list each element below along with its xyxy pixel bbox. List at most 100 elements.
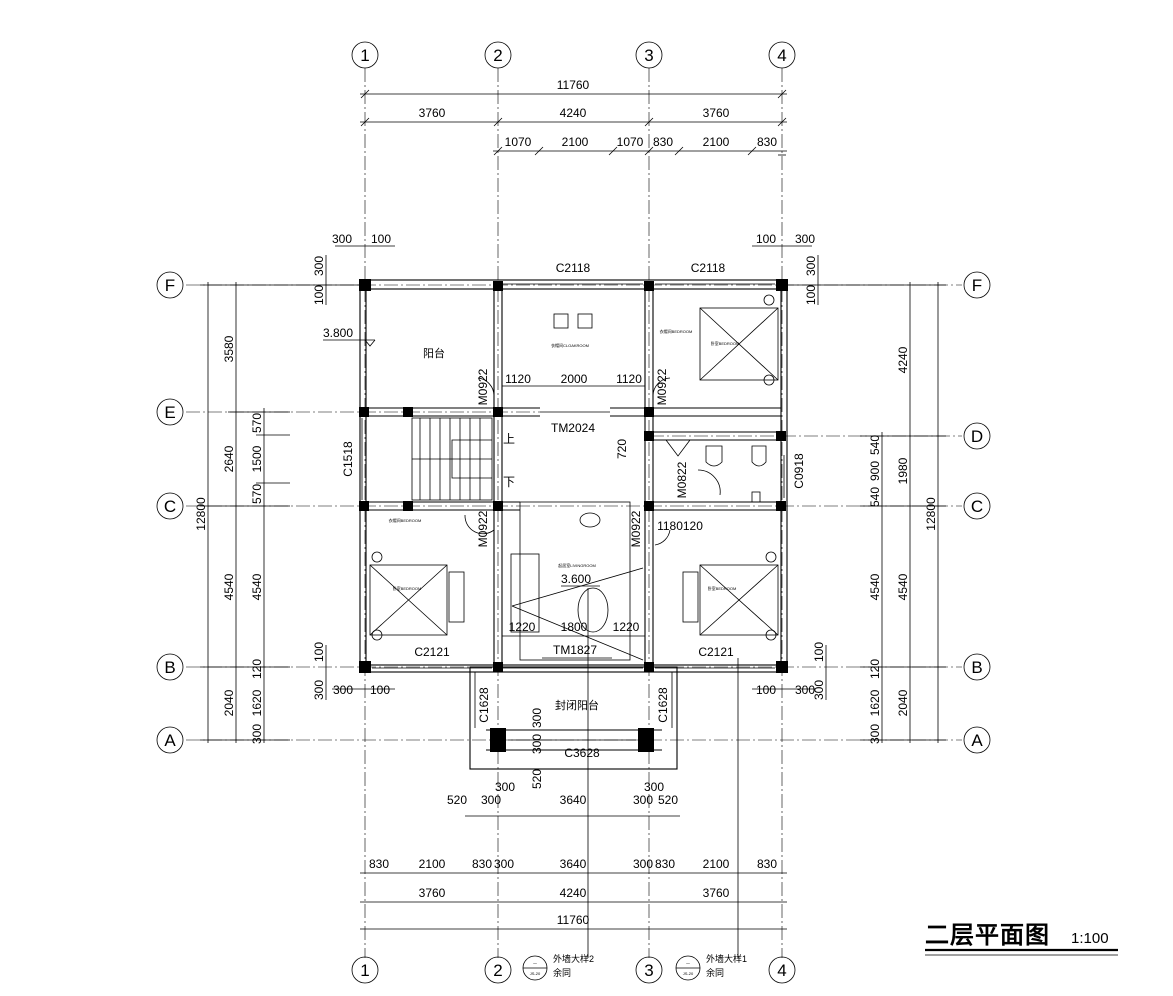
dim-balc-small-2: 300 (644, 780, 664, 794)
door-m0922-d: M0922 (629, 510, 643, 547)
dim-open-3: 1070 (617, 135, 644, 149)
dim-bot-r1-7: 830 (655, 857, 675, 871)
dim-right-outer-1: 4240 (896, 346, 910, 373)
dim-open-6: 830 (757, 135, 777, 149)
dim-balc-2: 300 (481, 793, 501, 807)
dim-bay-2-top: 4240 (560, 106, 587, 120)
dim-right-outer-4: 2040 (896, 689, 910, 716)
grid-label-4-top: 4 (777, 46, 786, 65)
dim-balc-v-1: 300 (530, 708, 544, 728)
grid-label-2-top: 2 (493, 46, 502, 65)
dim-wall-top-right-b: 300 (795, 232, 815, 246)
dim-bot-r2-3: 3760 (703, 886, 730, 900)
dim-wall-side-left-a: 300 (312, 256, 326, 276)
dim-bot-r1-6: 300 (633, 857, 653, 871)
living-zone (519, 501, 631, 661)
dim-bot-r1-1: 830 (369, 857, 389, 871)
room-living: 起居室LIVINGROOM (558, 562, 596, 568)
window-c2118-left: C2118 (556, 261, 591, 275)
dim-living-3: 1220 (613, 620, 640, 634)
grid-label-C-left: C (164, 497, 176, 516)
door-tm2024: TM2024 (551, 421, 595, 435)
detail-label-1: 外墙大样2 (553, 953, 594, 964)
dim-left-inner-4: 4540 (250, 573, 264, 600)
grid-label-C-right: C (971, 497, 983, 516)
room-bedroom-ne: 卧室BEDROOM (711, 340, 740, 346)
dim-bot-r2-2: 4240 (560, 886, 587, 900)
dim-bot-r1-3: 830 (472, 857, 492, 871)
furniture (369, 294, 779, 661)
door-m0822: M0822 (675, 461, 689, 498)
bottom-dimensions: 520 300 3640 300 520 300 300 830 2100 83… (360, 780, 787, 930)
dim-right-inner-4: 4540 (868, 573, 882, 600)
dim-right-inner-2: 900 (868, 461, 882, 481)
dim-wall-bot-left-side-a: 100 (312, 642, 326, 662)
dim-open-5: 2100 (703, 135, 730, 149)
door-m0922-c: M0922 (476, 510, 490, 547)
grid-label-A-right: A (971, 731, 983, 750)
door-tm1827: TM1827 (553, 643, 597, 657)
dim-cloak-1: 1120 (505, 372, 531, 386)
dim-balc-3: 3640 (560, 793, 587, 807)
dim-overall-left: 12800 (194, 497, 208, 531)
window-c2121-right: C2121 (698, 645, 734, 659)
detail-label-2: 外墙大样1 (706, 953, 747, 964)
grid-label-B-left: B (164, 658, 175, 677)
dim-cloak-3: 1120 (616, 372, 642, 386)
dim-bot-r1-9: 830 (757, 857, 777, 871)
bed-sw (369, 564, 448, 636)
doors (464, 377, 721, 669)
elevation-3800: 3.800 (323, 326, 353, 340)
dim-left-outer-2: 2640 (222, 445, 236, 472)
right-dimensions: 12800 4240 1980 4540 2040 540 900 540 45… (752, 255, 946, 744)
window-c3628: C3628 (564, 746, 600, 760)
dim-wall-bot-right-side-b: 300 (812, 680, 826, 700)
drawing-scale: 1:100 (1071, 930, 1109, 947)
dim-right-outer-3: 4540 (896, 573, 910, 600)
grid-label-A-left: A (164, 731, 176, 750)
dim-wall-top-left-b: 100 (371, 232, 391, 246)
window-c1518: C1518 (341, 441, 355, 477)
window-c1628-left: C1628 (477, 687, 491, 723)
svg-text:JS-20: JS-20 (530, 971, 541, 976)
room-cloak: 衣帽间CLOAKROOM (551, 342, 589, 348)
dim-wall-bot-right-a: 100 (756, 683, 776, 697)
svg-text:一: 一 (533, 961, 537, 966)
dim-wall-bot-left-a: 300 (333, 683, 353, 697)
dim-open-1: 1070 (505, 135, 532, 149)
detail-callouts: 一 JS-20 外墙大样2 余同 一 JS-20 外墙大样1 余同 (522, 588, 747, 981)
staircase: 上 下 (411, 417, 515, 501)
detail-label-1b: 余同 (553, 967, 571, 978)
grid-label-2-bottom: 2 (493, 961, 502, 980)
dim-wall-bot-left-b: 100 (370, 683, 390, 697)
dim-bot-r1-2: 2100 (419, 857, 446, 871)
dim-bay-1-top: 3760 (419, 106, 446, 120)
dim-wall-side-right-a: 300 (804, 256, 818, 276)
dim-wall-bot-right-b: 300 (795, 683, 815, 697)
dim-left-inner-5: 120 (250, 659, 264, 679)
dim-balc-v-2: 300 (530, 734, 544, 754)
door-m0922-a: M0922 (476, 368, 490, 405)
dim-right-inner-1: 540 (868, 435, 882, 455)
grid-label-4-bottom: 4 (777, 961, 786, 980)
dim-balc-5: 520 (658, 793, 678, 807)
dim-open-4: 830 (653, 135, 673, 149)
grid-bubbles: 1 2 3 4 1 2 3 4 F E C B A F D C B A (156, 41, 991, 984)
dim-wall-side-right-b: 100 (804, 285, 818, 305)
room-cloak-2: 衣帽间BEDROOM (660, 328, 693, 334)
dim-wall-top-left-a: 300 (332, 232, 352, 246)
elevation-3600: 3.600 (561, 572, 591, 586)
dim-bot-r2-1: 3760 (419, 886, 446, 900)
window-c1628-right: C1628 (656, 687, 670, 723)
grid-label-B-right: B (971, 658, 982, 677)
axis-lines (186, 68, 962, 958)
dim-left-outer-4: 2040 (222, 689, 236, 716)
dim-left-inner-3: 570 (250, 484, 264, 504)
grid-label-1-bottom: 1 (360, 961, 369, 980)
grid-label-E-left: E (164, 403, 175, 422)
dim-bot-r1-8: 2100 (703, 857, 730, 871)
room-balcony: 阳台 (423, 346, 445, 360)
grid-label-3-bottom: 3 (644, 961, 653, 980)
dim-living-1: 1220 (509, 620, 536, 634)
